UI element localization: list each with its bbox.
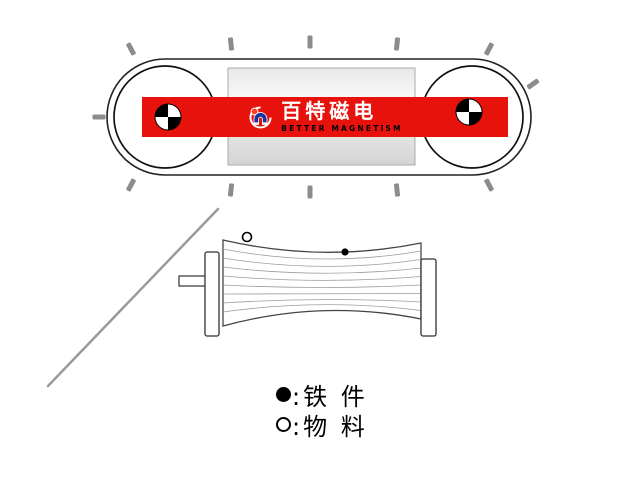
brand-banner: 百特磁电 BETTER MAGNETISM: [142, 97, 508, 137]
tick-icon: [526, 78, 540, 90]
pulley-side-view: [46, 207, 437, 388]
tick-icon: [393, 37, 401, 51]
tick-icon: [307, 185, 313, 199]
tick-icon: [484, 42, 494, 56]
tick-icon: [126, 42, 136, 56]
legend: :铁 件 :物 料: [276, 379, 368, 441]
tick-icon: [307, 35, 313, 49]
brand-text-block: 百特磁电 BETTER MAGNETISM: [281, 99, 403, 134]
legend-item-iron: :铁 件: [276, 379, 368, 411]
discharge-particle-ticks: [92, 35, 540, 199]
brand-name-en: BETTER MAGNETISM: [281, 124, 403, 133]
iron-particle-icon: [341, 248, 349, 256]
legend-item-material: :物 料: [276, 409, 368, 441]
brand-name-cn: 百特磁电: [281, 99, 378, 123]
chute-line: [46, 207, 220, 388]
drum-left-end-plate: [204, 251, 220, 337]
open-circle-icon: [276, 416, 291, 432]
tick-icon: [484, 178, 494, 192]
horseshoe-magnet-icon: [249, 106, 272, 128]
tick-icon: [92, 114, 106, 120]
tick-icon: [227, 183, 235, 197]
tick-icon: [227, 37, 235, 51]
belt-loop: [106, 58, 532, 176]
drum-shaft: [178, 275, 207, 287]
filled-circle-icon: [276, 386, 291, 402]
legend-label-iron: :铁 件: [292, 382, 368, 411]
drum-surface-lines: [222, 248, 422, 313]
tick-icon: [126, 178, 136, 192]
tick-icon: [393, 183, 401, 197]
material-particle-icon: [241, 231, 253, 243]
drum-right-end-plate: [420, 258, 437, 337]
legend-label-material: :物 料: [292, 412, 368, 441]
drum-body: [222, 239, 422, 327]
